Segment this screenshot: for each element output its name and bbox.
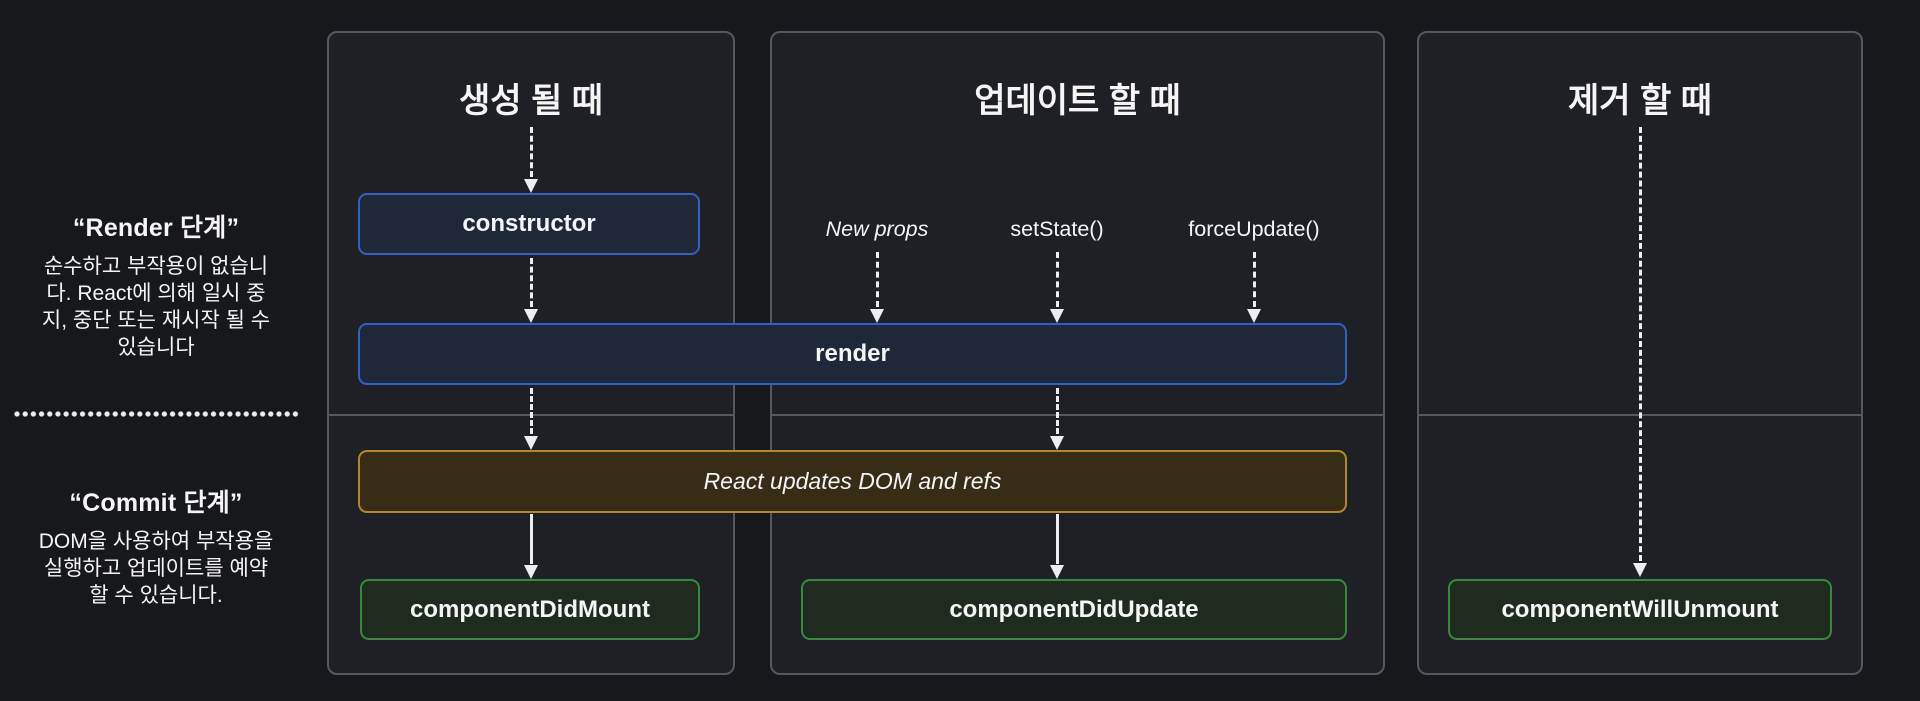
arrow-line-newprops-to-render	[876, 252, 879, 307]
arrow-head-setstate-to-render	[1050, 309, 1064, 323]
commit-phase-title: “Commit 단계”	[69, 489, 243, 517]
arrow-head-to-render-mount	[524, 309, 538, 323]
arrow-line-domupdate-to-didmount	[530, 514, 533, 564]
node-render: render	[358, 323, 1347, 385]
column-updating-title: 업데이트 할 때	[974, 82, 1181, 120]
column-updating-phase-divider	[772, 414, 1383, 416]
phase-dotted-divider	[14, 411, 300, 417]
commit-phase-note: “Commit 단계” DOM을 사용하여 부작용을 실행하고 업데이트를 예약…	[10, 483, 302, 609]
arrow-line-domupdate-to-didupdate	[1056, 514, 1059, 564]
trigger-set-state-label: setState()	[1010, 217, 1104, 241]
arrow-head-to-constructor	[524, 179, 538, 193]
commit-phase-description: DOM을 사용하여 부작용을 실행하고 업데이트를 예약 할 수 있습니다.	[38, 530, 274, 607]
render-phase-title: “Render 단계”	[72, 214, 240, 242]
arrow-head-to-domupdate-mount	[524, 436, 538, 450]
node-component-did-update: componentDidUpdate	[801, 579, 1347, 640]
arrow-head-to-domupdate-update	[1050, 436, 1064, 450]
arrow-line-forceupdate-to-render	[1253, 252, 1256, 307]
arrow-head-newprops-to-render	[870, 309, 884, 323]
node-constructor: constructor	[358, 193, 700, 255]
trigger-force-update-label: forceUpdate()	[1188, 217, 1320, 241]
node-component-will-unmount: componentWillUnmount	[1448, 579, 1832, 640]
render-phase-description: 순수하고 부작용이 없습니다. React에 의해 일시 중지, 중단 또는 재…	[41, 255, 271, 359]
arrow-line-header-to-constructor	[530, 127, 533, 177]
node-component-did-mount: componentDidMount	[360, 579, 700, 640]
arrow-head-to-didupdate	[1050, 565, 1064, 579]
arrow-line-constructor-to-render	[530, 258, 533, 307]
trigger-new-props-label: New props	[825, 217, 929, 241]
node-react-updates-dom: React updates DOM and refs	[358, 450, 1347, 513]
arrow-line-setstate-to-render	[1056, 252, 1059, 307]
arrow-line-header-to-willunmount	[1639, 127, 1642, 561]
arrow-head-forceupdate-to-render	[1247, 309, 1261, 323]
arrow-head-to-willunmount	[1633, 563, 1647, 577]
arrow-head-to-didmount	[524, 565, 538, 579]
render-phase-note: “Render 단계” 순수하고 부작용이 없습니다. React에 의해 일시…	[10, 208, 302, 361]
column-mounting-title: 생성 될 때	[458, 82, 603, 120]
column-unmounting-title: 제거 할 때	[1567, 82, 1712, 120]
arrow-line-render-to-domupdate-mount	[530, 388, 533, 434]
arrow-line-render-to-domupdate-update	[1056, 388, 1059, 434]
